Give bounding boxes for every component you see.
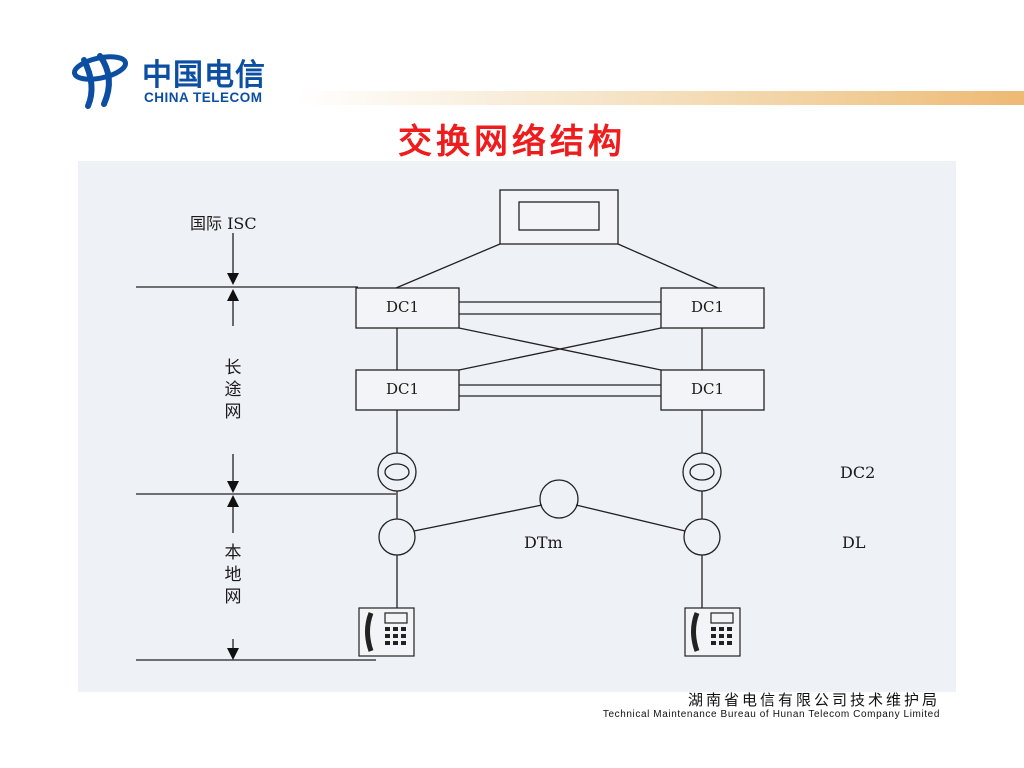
local-network-label: 本地网 bbox=[221, 542, 245, 608]
dc1-right-top-node bbox=[660, 287, 765, 329]
dtm-node bbox=[539, 479, 579, 519]
slide-title: 交换网络结构 bbox=[398, 122, 626, 162]
long-distance-label-text: 长途网 bbox=[224, 358, 242, 422]
logo-text-cn: 中国电信 bbox=[142, 58, 266, 93]
dc1-left-bottom-label: DC1 bbox=[386, 380, 420, 398]
dc1-left-top-node bbox=[355, 287, 460, 329]
network-diagram: 国际 ISC 长途网 本地网 DC1 DC1 DC1 DC1 DC2 DTm D… bbox=[78, 161, 956, 692]
dc2-right-node bbox=[682, 452, 722, 492]
isc-inner-box bbox=[518, 201, 600, 231]
dc1-right-bottom-label: DC1 bbox=[691, 380, 725, 398]
logo-text-en: CHINA TELECOM bbox=[144, 90, 263, 105]
dl-left-node bbox=[378, 518, 416, 556]
china-telecom-logo-icon bbox=[71, 53, 129, 109]
link-isc-dc1-left bbox=[395, 243, 501, 289]
footer-company-en: Technical Maintenance Bureau of Hunan Te… bbox=[602, 709, 940, 720]
link-isc-dc1-right bbox=[617, 243, 719, 289]
telephone-right-icon bbox=[684, 607, 741, 657]
long-distance-label: 长途网 bbox=[221, 357, 245, 423]
dtm-label: DTm bbox=[524, 533, 563, 552]
dl-label: DL bbox=[842, 533, 866, 552]
dc1-left-top-label: DC1 bbox=[386, 298, 420, 316]
dc1-right-top-label: DC1 bbox=[691, 298, 725, 316]
link-cross-2 bbox=[458, 327, 662, 371]
dc1-left-bottom-node bbox=[355, 369, 460, 411]
dc2-label: DC2 bbox=[840, 463, 876, 482]
local-network-label-text: 本地网 bbox=[224, 543, 242, 607]
isc-node bbox=[499, 189, 619, 245]
footer-company-cn: 湖南省电信有限公司技术维护局 bbox=[687, 691, 940, 709]
dc1-right-bottom-node bbox=[660, 369, 765, 411]
diagram-canvas bbox=[136, 189, 765, 661]
dl-right-node bbox=[683, 518, 721, 556]
dc2-left-node bbox=[377, 452, 417, 492]
header-gradient-bar bbox=[296, 91, 1024, 105]
isc-label: 国际 ISC bbox=[190, 214, 257, 233]
telephone-left-icon bbox=[358, 607, 415, 657]
